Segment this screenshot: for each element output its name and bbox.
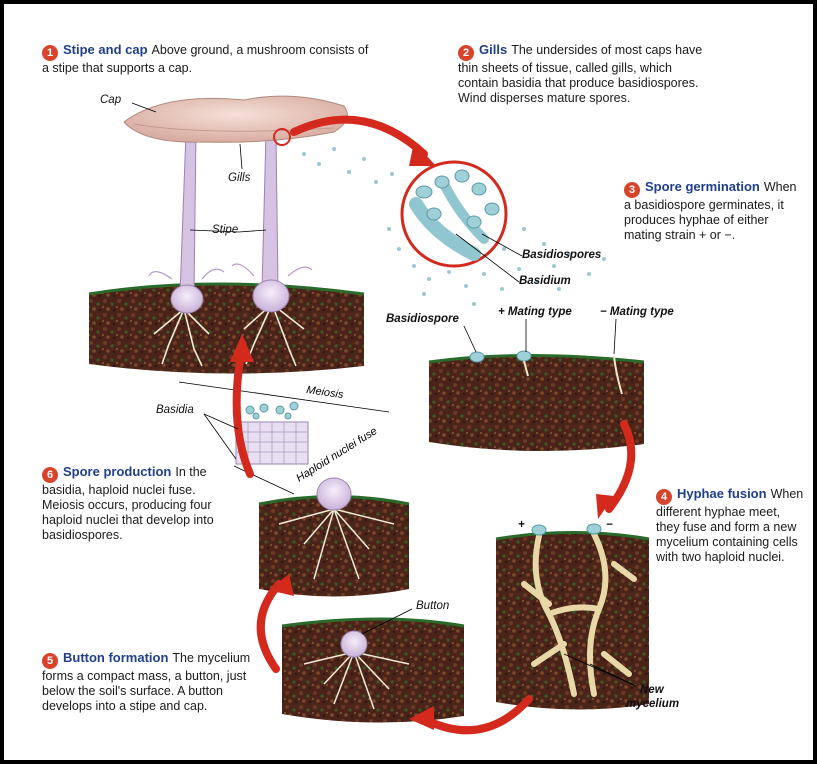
step-3-spore-germination: 3Spore germinationWhen a basidiospore ge… xyxy=(624,179,804,243)
arrow-cap-to-gills xyxy=(294,120,424,154)
button-label: Button xyxy=(416,600,449,612)
step-number: 4 xyxy=(656,489,672,505)
gills-label: Gills xyxy=(228,172,250,184)
step-title: Spore production xyxy=(63,464,171,479)
basidium-label: Basidium xyxy=(519,275,571,287)
basidia-label: Basidia xyxy=(156,404,194,416)
step-number: 3 xyxy=(624,182,640,198)
step-1-stipe-and-cap: 1Stipe and capAbove ground, a mushroom c… xyxy=(42,42,372,76)
basidiospores-label: Basidiospores xyxy=(522,249,601,261)
step-title: Spore germination xyxy=(645,179,760,194)
step-title: Gills xyxy=(479,42,507,57)
step-number: 2 xyxy=(458,45,474,61)
germination-soil xyxy=(429,351,644,451)
step-title: Button formation xyxy=(63,650,168,665)
mature-mushroom-soil xyxy=(89,284,364,374)
minus-mating-type-label: − Mating type xyxy=(600,306,674,318)
step-title: Stipe and cap xyxy=(63,42,148,57)
step-number: 5 xyxy=(42,653,58,669)
step-title: Hyphae fusion xyxy=(677,486,767,501)
meiosis-label: Meiosis xyxy=(306,384,345,401)
stipe-label: Stipe xyxy=(212,224,238,236)
step-number: 1 xyxy=(42,45,58,61)
gill-magnification xyxy=(402,162,506,266)
minus-strain-label: − xyxy=(606,519,613,531)
basidiospore-label: Basidiospore xyxy=(386,313,459,325)
new-mycelium-label-line2: mycelium xyxy=(626,698,679,710)
fungus-life-cycle-illustration: Meiosis Haploid nuclei fuse xyxy=(4,4,813,760)
plus-mating-type-label: + Mating type xyxy=(498,306,572,318)
plus-strain-label: + xyxy=(518,519,525,531)
cap-label: Cap xyxy=(100,94,121,106)
spore-production-soil xyxy=(259,478,409,597)
step-5-button-formation: 5Button formationThe mycelium forms a co… xyxy=(42,650,270,714)
step-number: 6 xyxy=(42,467,58,483)
button-soil xyxy=(282,619,464,723)
new-mycelium-label-line1: New xyxy=(640,684,664,696)
step-2-gills: 2GillsThe undersides of most caps have t… xyxy=(458,42,708,106)
step-4-hyphae-fusion: 4Hyphae fusionWhen different hyphae meet… xyxy=(656,486,804,565)
step-6-spore-production: 6Spore productionIn the basidia, haploid… xyxy=(42,464,220,543)
